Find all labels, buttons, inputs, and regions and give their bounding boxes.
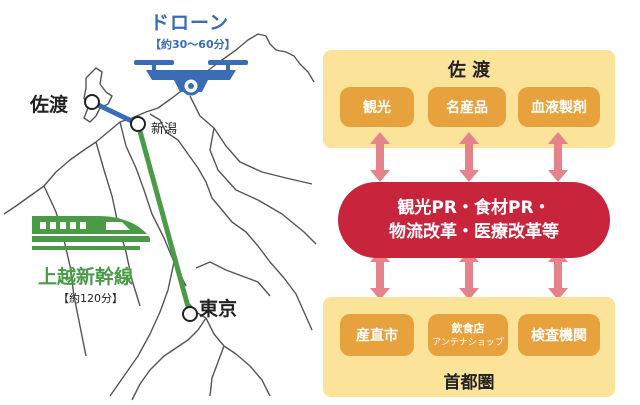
center-line-1: 観光PR・食材PR・ [397, 198, 551, 218]
drone-time: 【約30～60分】 [150, 38, 236, 51]
niigata-node [130, 116, 146, 132]
top-item-tourism: 観光 [340, 87, 414, 127]
top-panel-title: 佐 渡 [447, 60, 491, 81]
drone-title: ドローン [150, 12, 230, 34]
sado-node [84, 94, 100, 110]
drone-icon [134, 60, 248, 96]
center-line-2: 物流改革・医療改革等 [389, 222, 559, 242]
shinkansen-train-icon [32, 216, 150, 250]
bottom-item-restaurants-line1: 飲食店 [451, 321, 485, 335]
center-initiatives-box: 観光PR・食材PR・ 物流改革・医療改革等 [338, 182, 610, 258]
arrow-top-1 [370, 132, 390, 182]
arrows [370, 132, 568, 300]
bottom-item-restaurants-line2: アンテナショップ [432, 337, 504, 348]
bottom-item-direct-market: 産直市 [340, 314, 414, 356]
bottom-item-restaurants: 飲食店 アンテナショップ [428, 314, 508, 356]
bottom-item-testing-labs: 検査機関 [518, 314, 600, 356]
arrow-top-2 [459, 132, 479, 182]
tokyo-node [182, 306, 198, 322]
shinkansen-name: 上越新幹線 [38, 266, 134, 288]
label-niigata: 新潟 [151, 122, 178, 137]
japan-map [3, 33, 317, 401]
shinkansen-time: 【約120分】 [58, 292, 123, 305]
top-item-blood-products: 血液製剤 [518, 87, 600, 127]
arrow-top-3 [548, 132, 568, 182]
label-sado: 佐渡 [30, 94, 69, 116]
label-tokyo: 東京 [199, 298, 238, 320]
top-item-specialty-products: 名産品 [428, 87, 506, 127]
bottom-panel-title: 首都圏 [443, 372, 495, 393]
